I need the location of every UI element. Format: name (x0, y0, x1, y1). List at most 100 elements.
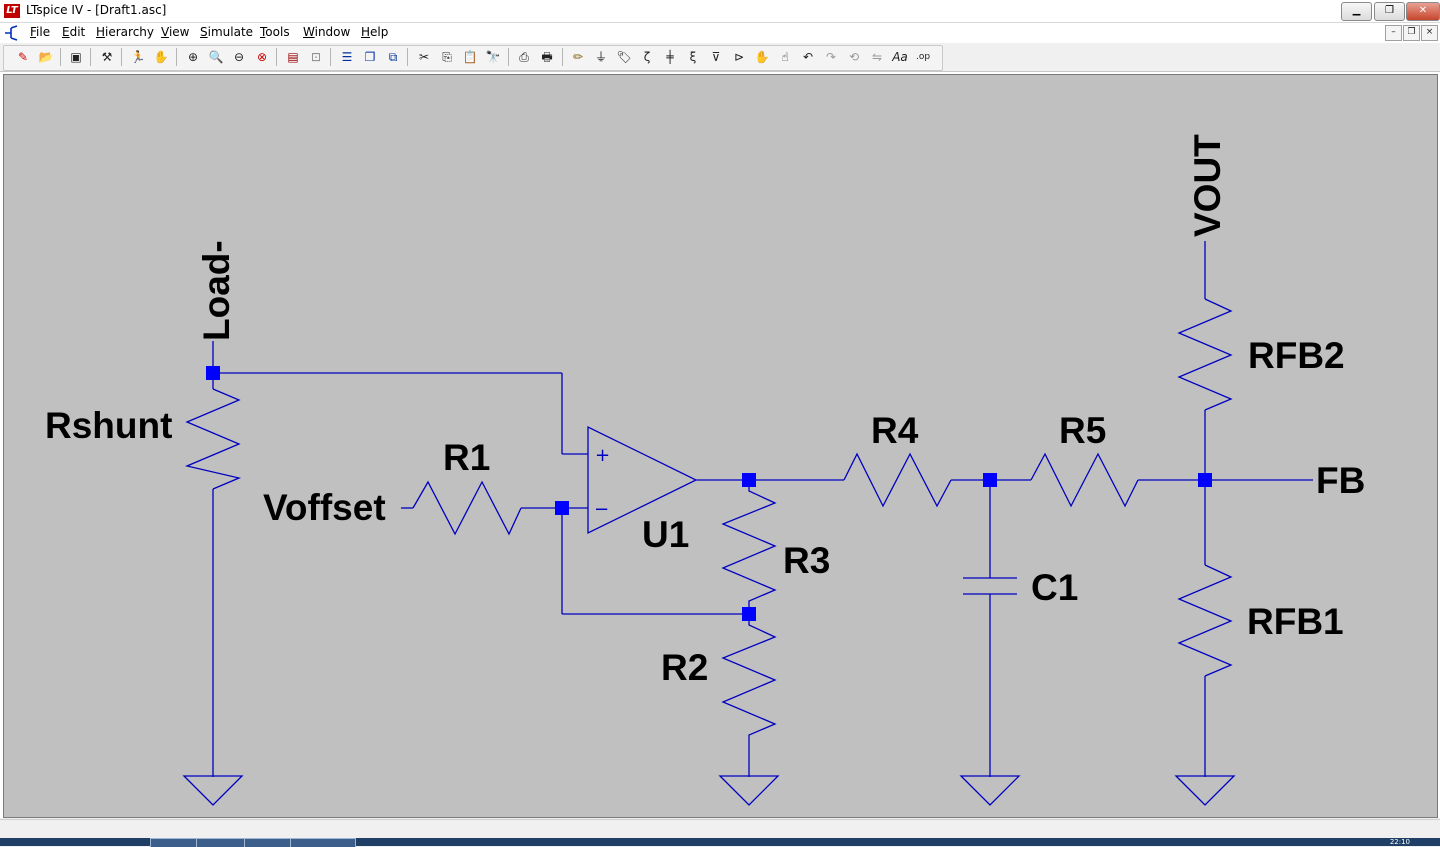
undo-icon[interactable]: ↶ (802, 50, 814, 64)
rfb2-resistor[interactable] (1177, 298, 1233, 411)
new-schematic-icon[interactable]: ✎ (17, 50, 29, 64)
r4-resistor[interactable] (843, 452, 952, 508)
mark-unconnected-icon[interactable]: ⊡ (310, 50, 322, 64)
autorange-icon[interactable]: ▤ (287, 50, 299, 64)
label-r5[interactable]: R5 (1059, 410, 1106, 451)
toolbar-separator (60, 48, 61, 66)
toolbar-separator (121, 48, 122, 66)
label-r2[interactable]: R2 (661, 647, 708, 688)
net-label-voffset[interactable]: Voffset (263, 487, 386, 528)
menu-file[interactable]: File (30, 25, 51, 39)
toolbar-frame (3, 45, 943, 71)
tile-vertical-icon[interactable]: ⧉ (388, 50, 398, 64)
toolbar-separator (276, 48, 277, 66)
label-rshunt[interactable]: Rshunt (45, 405, 172, 446)
mdi-close-icon[interactable]: × (1421, 25, 1438, 41)
tile-horizontal-icon[interactable]: ☰ (341, 50, 353, 64)
diode-icon[interactable]: ⊽ (711, 50, 721, 64)
ltspice-logo-icon: LT (4, 4, 20, 18)
menu-window[interactable]: Window (303, 25, 351, 39)
menu-tools[interactable]: Tools (260, 25, 290, 39)
menu-hierarchy[interactable]: Hierarchy (96, 25, 155, 39)
schematic-window: + − Load- Rshunt Voffset R1 U1 R3 R2 R4 … (0, 72, 1440, 818)
label-r1[interactable]: R1 (443, 437, 490, 478)
control-panel-icon[interactable]: ⚒ (101, 50, 113, 64)
rotate-icon[interactable]: ⟲ (848, 50, 860, 64)
taskbar-button[interactable] (290, 838, 356, 847)
minimize-icon[interactable]: ▁ (1341, 2, 1372, 21)
menu-edit[interactable]: Edit (62, 25, 86, 39)
inductor-icon[interactable]: ξ (689, 50, 697, 64)
label-rfb2[interactable]: RFB2 (1248, 335, 1345, 376)
toolbar-separator (90, 48, 91, 66)
text-icon[interactable]: Aa (892, 50, 908, 64)
zoom-in-icon[interactable]: ⊕ (187, 50, 199, 64)
ground-symbol[interactable] (718, 775, 780, 806)
rfb1-resistor[interactable] (1177, 564, 1233, 677)
title-bar: LT LTspice IV - [Draft1.asc] ▁ ❐ ✕ (0, 0, 1440, 23)
label-r4[interactable]: R4 (871, 410, 919, 451)
menu-help[interactable]: Help (361, 25, 389, 39)
menu-simulate[interactable]: Simulate (200, 25, 254, 39)
junction-dot (206, 366, 220, 380)
mdi-restore-icon[interactable]: ❐ (1403, 25, 1420, 41)
schematic-doc-icon (5, 25, 18, 41)
label-r3[interactable]: R3 (783, 540, 830, 581)
net-label-load-minus[interactable]: Load- (196, 240, 237, 341)
save-icon[interactable]: ▣ (70, 50, 82, 64)
find-icon[interactable]: 🔭 (485, 50, 501, 64)
close-icon[interactable]: ✕ (1406, 2, 1440, 21)
schematic-canvas[interactable]: + − Load- Rshunt Voffset R1 U1 R3 R2 R4 … (3, 74, 1438, 818)
redo-icon[interactable]: ↷ (825, 50, 837, 64)
open-icon[interactable]: 📂 (38, 50, 54, 64)
label-rfb1[interactable]: RFB1 (1247, 601, 1344, 642)
junction-dot (1198, 473, 1212, 487)
cascade-icon[interactable]: ❐ (364, 50, 376, 64)
mirror-icon[interactable]: ⇋ (871, 50, 883, 64)
r5-resistor[interactable] (1030, 452, 1139, 508)
junctions (206, 366, 1212, 621)
r2-resistor[interactable] (721, 614, 777, 777)
toolbar-separator (562, 48, 563, 66)
mdi-minimize-icon[interactable]: – (1385, 25, 1402, 41)
wire-icon[interactable]: ✏ (572, 50, 584, 64)
paste-icon[interactable]: 📋 (462, 50, 478, 64)
label-net-icon[interactable]: 🏷 (616, 50, 632, 64)
move-icon[interactable]: ✋ (754, 50, 770, 64)
ground-symbol[interactable] (182, 775, 244, 806)
menu-bar: File Edit Hierarchy View Simulate Tools … (0, 23, 1440, 43)
label-c1[interactable]: C1 (1031, 567, 1078, 608)
run-icon[interactable]: 🏃 (130, 50, 146, 64)
label-u1[interactable]: U1 (642, 514, 689, 555)
toolbar-separator (330, 48, 331, 66)
drag-icon[interactable]: ☝ (781, 50, 789, 64)
ground-symbol[interactable] (1174, 775, 1236, 806)
print-icon[interactable]: 🖶 (541, 50, 553, 64)
r3-resistor[interactable] (721, 480, 777, 614)
toolbar-separator (407, 48, 408, 66)
net-label-vout[interactable]: VOUT (1187, 134, 1228, 237)
copy-icon[interactable]: ⎘ (442, 50, 452, 64)
zoom-fit-icon[interactable]: ⊗ (256, 50, 268, 64)
menu-view[interactable]: View (161, 25, 190, 39)
zoom-out-icon[interactable]: ⊖ (233, 50, 245, 64)
zoom-pan-icon[interactable]: 🔍 (208, 50, 224, 64)
taskbar-clock: 22:10 (1389, 838, 1410, 846)
r1-resistor[interactable] (412, 480, 522, 536)
halt-icon[interactable]: ✋ (153, 50, 169, 64)
print-setup-icon[interactable]: ⎙ (519, 50, 529, 64)
cut-icon[interactable]: ✂ (418, 50, 430, 64)
net-label-fb[interactable]: FB (1316, 460, 1365, 501)
junction-dot (742, 607, 756, 621)
resistor-icon[interactable]: ζ (643, 50, 651, 64)
opamp-u1[interactable] (587, 425, 698, 535)
ground-symbol[interactable] (959, 775, 1021, 806)
schematic-drawing[interactable]: + − Load- Rshunt Voffset R1 U1 R3 R2 R4 … (4, 75, 1437, 817)
rshunt-resistor[interactable] (184, 388, 242, 490)
restore-icon[interactable]: ❐ (1374, 2, 1405, 21)
spice-directive-icon[interactable]: .op (915, 52, 931, 62)
capacitor-icon[interactable]: ╪ (666, 50, 674, 64)
component-icon[interactable]: ⊳ (733, 50, 745, 64)
junction-dot (742, 473, 756, 487)
ground-icon[interactable]: ⏚ (594, 50, 607, 64)
